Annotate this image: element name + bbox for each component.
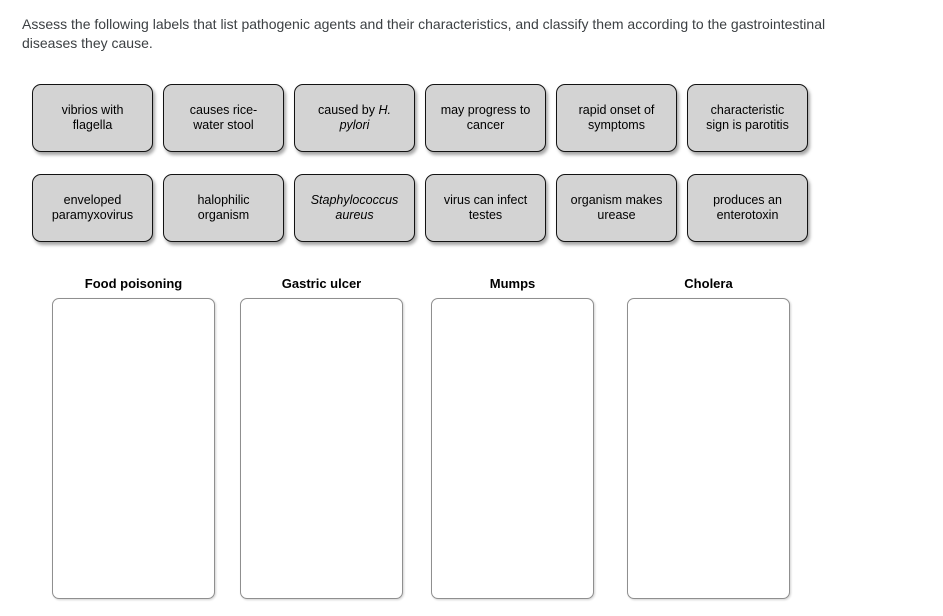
drag-label-text: produces an enterotoxin [713,192,782,223]
drag-label-text: enveloped paramyxovirus [51,192,134,223]
drop-zone-cholera[interactable] [627,298,790,599]
category-header-mumps: Mumps [489,276,536,291]
drag-labels-row-1: vibrios with flagella causes rice-water s… [32,84,808,152]
instructions-line-1: Assess the following labels that list pa… [22,16,826,32]
drag-label-text: vibrios with flagella [61,102,124,133]
category-food-poisoning: Food poisoning [52,276,215,599]
drag-label-halophilic-organism[interactable]: halophilic organism [163,174,284,242]
drop-zone-mumps[interactable] [431,298,594,599]
drag-label-text: halophilic organism [197,192,250,223]
drag-label-may-progress-to-cancer[interactable]: may progress to cancer [425,84,546,152]
drag-label-rapid-onset-of-symptoms[interactable]: rapid onset of symptoms [556,84,677,152]
drag-label-caused-by-h-pylori[interactable]: caused by H. pylori [294,84,415,152]
drag-labels-row-2: enveloped paramyxovirus halophilic organi… [32,174,808,242]
category-mumps: Mumps [431,276,594,599]
drag-label-organism-makes-urease[interactable]: organism makes urease [556,174,677,242]
drag-label-enveloped-paramyxovirus[interactable]: enveloped paramyxovirus [32,174,153,242]
drag-label-vibrios-with-flagella[interactable]: vibrios with flagella [32,84,153,152]
category-cholera: Cholera [627,276,790,599]
drag-label-text: rapid onset of symptoms [578,102,655,133]
drop-zone-gastric-ulcer[interactable] [240,298,403,599]
drag-label-causes-rice-water-stool[interactable]: causes rice-water stool [163,84,284,152]
drag-label-text: causes rice-water stool [189,102,258,133]
drag-label-produces-an-enterotoxin[interactable]: produces an enterotoxin [687,174,808,242]
category-header-food-poisoning: Food poisoning [84,276,183,291]
instructions-line-2: diseases they cause. [22,35,153,51]
drag-label-text: caused by H. pylori [318,102,391,133]
drag-label-text: virus can infect testes [443,192,528,223]
drag-label-text: characteristic sign is parotitis [706,102,789,133]
category-gastric-ulcer: Gastric ulcer [240,276,403,599]
drag-label-characteristic-sign-is-parotitis[interactable]: characteristic sign is parotitis [687,84,808,152]
drag-label-staphylococcus-aureus[interactable]: Staphylococcus aureus [294,174,415,242]
category-header-gastric-ulcer: Gastric ulcer [281,276,362,291]
drag-label-text: organism makes urease [570,192,663,223]
instructions-text: Assess the following labels that list pa… [22,15,932,53]
category-header-cholera: Cholera [684,276,733,291]
drag-label-text: Staphylococcus aureus [310,192,399,223]
drag-label-text: may progress to cancer [440,102,531,133]
drop-zone-food-poisoning[interactable] [52,298,215,599]
drag-label-virus-can-infect-testes[interactable]: virus can infect testes [425,174,546,242]
